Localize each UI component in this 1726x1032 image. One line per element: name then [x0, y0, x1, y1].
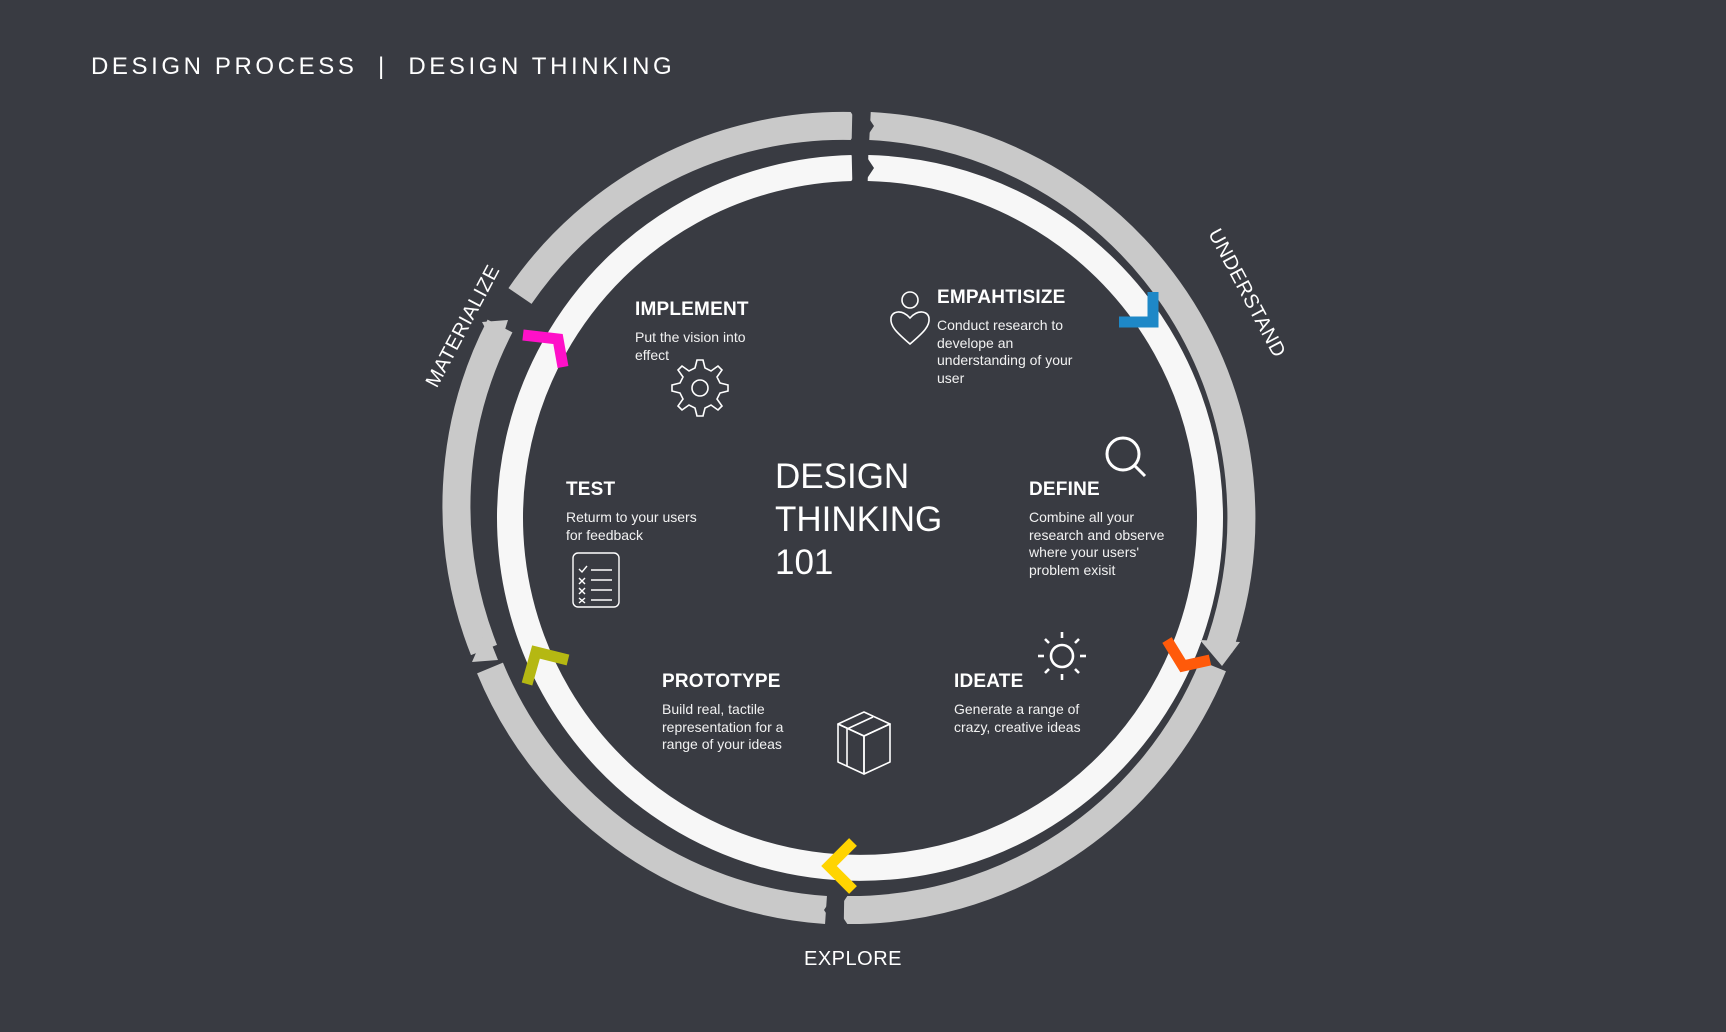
- phase-label-explore: EXPLORE: [804, 948, 902, 970]
- stage-desc-empathize: Conduct research to develope an understa…: [937, 317, 1073, 386]
- stage-title-ideate: IDEATE: [954, 671, 1024, 692]
- center-title-line2: THINKING: [775, 500, 943, 539]
- marker-empathize: [1119, 292, 1159, 328]
- outer-arc-materialize-top: [508, 111, 853, 304]
- arrowhead-materialize: [482, 320, 508, 352]
- marker-prototype: [821, 838, 857, 894]
- stage-title-prototype: PROTOTYPE: [662, 671, 781, 692]
- person-heart-icon: [890, 291, 930, 346]
- top-outer-notch: [848, 108, 874, 144]
- marker-ideate: [1162, 637, 1212, 673]
- marker-implement: [522, 329, 569, 368]
- gear-icon: [671, 359, 729, 417]
- stage-title-empathize: EMPAHTISIZE: [937, 287, 1066, 308]
- outer-arc-understand: [869, 112, 1256, 653]
- outer-arc-explore: [843, 660, 1226, 925]
- stage-markers: [521, 292, 1212, 894]
- outer-ring: [442, 111, 1256, 925]
- center-title: DESIGN THINKING 101: [775, 455, 942, 584]
- bottom-outer-notch: [824, 892, 850, 928]
- stage-desc-prototype: Build real, tactile representation for a…: [662, 701, 784, 752]
- page-title: DESIGN PROCESS | DESIGN THINKING: [91, 53, 676, 80]
- stage-desc-implement: Put the vision into effect: [635, 329, 746, 363]
- notches: [824, 108, 874, 928]
- stage-ideate: IDEATE Generate a range of crazy, creati…: [954, 671, 1104, 736]
- arrowhead-understand: [1200, 640, 1240, 666]
- lightbulb-sun-icon: [1038, 632, 1086, 680]
- stage-desc-define: Combine all your research and observe wh…: [1029, 509, 1165, 578]
- stage-title-test: TEST: [566, 479, 616, 500]
- stage-implement: IMPLEMENT Put the vision into effect: [635, 299, 770, 364]
- checklist-icon: [572, 552, 620, 608]
- center-title-line1: DESIGN: [775, 457, 910, 496]
- stage-test: TEST Returm to your users for feedback: [566, 479, 701, 544]
- stage-title-define: DEFINE: [1029, 479, 1100, 500]
- arrowhead-explore: [472, 630, 498, 662]
- outer-arc-materialize: [442, 319, 513, 656]
- stage-prototype: PROTOTYPE Build real, tactile representa…: [662, 671, 807, 754]
- stage-desc-ideate: Generate a range of crazy, creative idea…: [954, 701, 1081, 735]
- stage-desc-test: Returm to your users for feedback: [566, 509, 697, 543]
- magnifier-icon: [1105, 436, 1147, 478]
- outer-arc-explore-left: [477, 662, 827, 924]
- stage-title-implement: IMPLEMENT: [635, 299, 749, 320]
- top-inner-notch: [848, 150, 874, 186]
- center-title-line3: 101: [775, 543, 834, 582]
- stage-define: DEFINE Combine all your research and obs…: [1029, 479, 1179, 579]
- marker-test: [521, 645, 570, 686]
- cube-icon: [837, 711, 891, 775]
- stage-empathize: EMPAHTISIZE Conduct research to develope…: [937, 287, 1077, 387]
- outer-arrowheads: [472, 320, 1240, 666]
